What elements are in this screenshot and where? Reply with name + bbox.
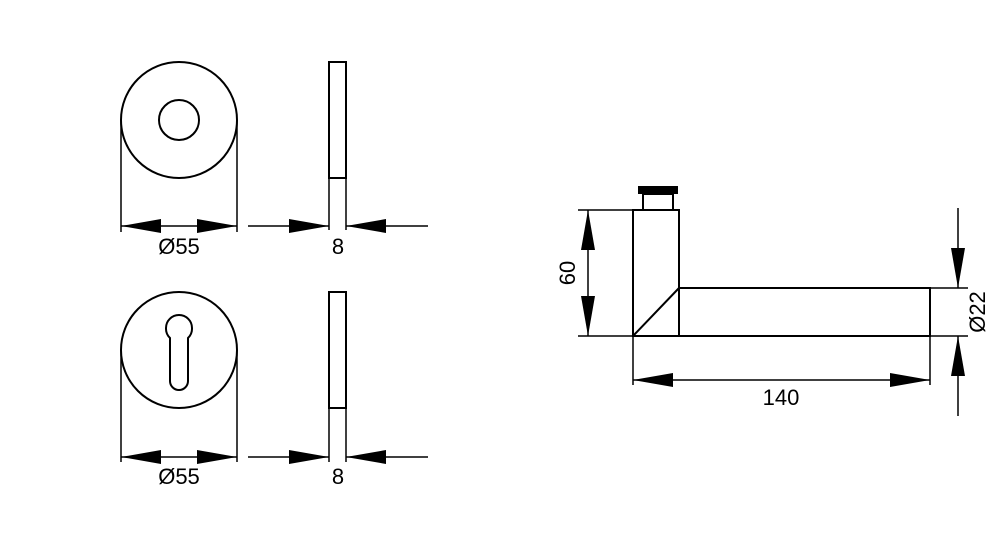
rosette-bottom-profile [328, 291, 347, 409]
dimension-arrow [581, 210, 595, 250]
dimension-arrow [633, 373, 673, 387]
rosette-bottom-side-view: 8 [248, 291, 428, 489]
lever-handle-side-view: 60 140 Ø22 [555, 186, 990, 416]
rosette-bottom-front-view: Ø55 [120, 291, 238, 489]
dimension-arrow [197, 219, 237, 233]
handle-miter [632, 287, 680, 337]
dimension-arrow [121, 219, 161, 233]
dimension-arrow [581, 296, 595, 336]
handle-grip [633, 287, 931, 337]
rosette-bottom-thickness-label: 8 [332, 464, 344, 489]
rosette-top-round-hole [158, 99, 200, 141]
rosette-top-profile [328, 61, 347, 179]
dimension-arrow [951, 248, 965, 288]
lever-length-label: 140 [763, 385, 800, 410]
rosette-top-side-view: 8 [248, 61, 428, 259]
spindle [642, 193, 674, 211]
dimension-arrow [289, 450, 329, 464]
rosette-top-diameter-label: Ø55 [158, 234, 200, 259]
dimension-arrow [346, 219, 386, 233]
lever-grip-diameter-label: Ø22 [965, 291, 990, 333]
handle-neck [632, 209, 680, 337]
dimension-arrow [951, 336, 965, 376]
lever-height-label: 60 [555, 261, 580, 285]
dimension-arrow [121, 450, 161, 464]
dimension-arrow [346, 450, 386, 464]
rosette-top-outline [120, 61, 238, 179]
rosette-bottom-diameter-label: Ø55 [158, 464, 200, 489]
rosette-top-thickness-label: 8 [332, 234, 344, 259]
dimension-arrow [890, 373, 930, 387]
rosette-bottom-cylinder-hole [165, 314, 193, 391]
spindle-cap [638, 186, 678, 194]
dimension-arrow [289, 219, 329, 233]
dimension-arrow [197, 450, 237, 464]
rosette-top-front-view: Ø55 [120, 61, 238, 259]
